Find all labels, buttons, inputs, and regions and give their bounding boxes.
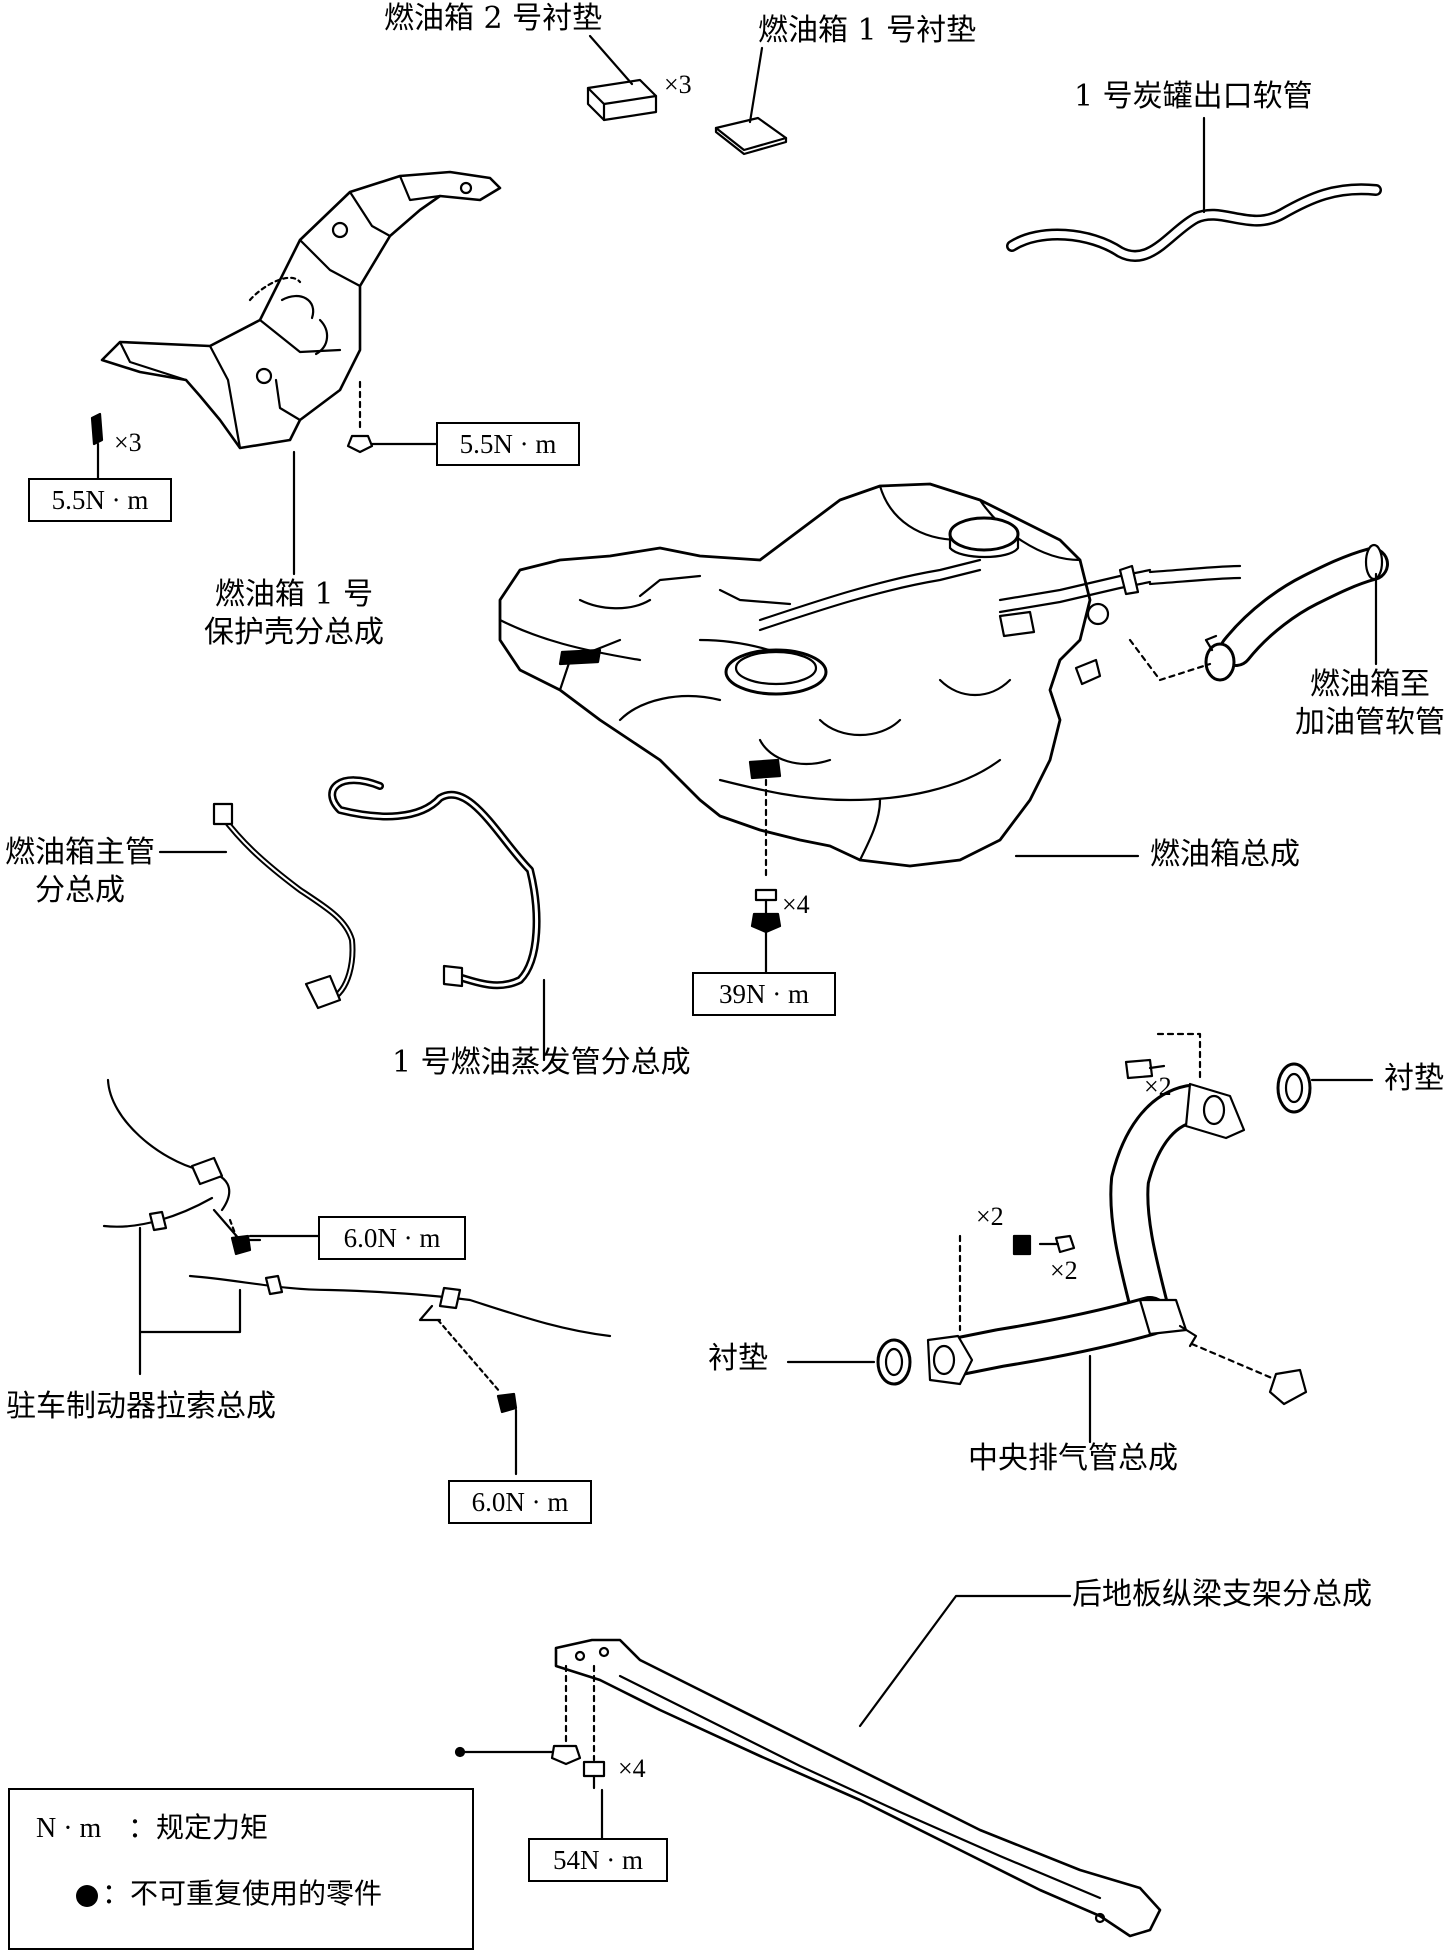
vapor-tube-drawing (328, 776, 546, 1062)
exhaust-pipe-drawing (786, 1032, 1374, 1444)
protector-label-line2: 保护壳分总成 (204, 615, 384, 650)
fuel-tank-cushion-1-label: 燃油箱 1 号衬垫 (758, 13, 977, 48)
fuel-tank-cushion-2-label: 燃油箱 2 号衬垫 (384, 1, 603, 36)
filler-hose-drawing (1128, 543, 1389, 682)
filler-hose-label-line2: 加油管软管 (1295, 705, 1445, 740)
torque-description: ：规定力矩 (128, 1811, 269, 1844)
protector-label-line1: 燃油箱 1 号 (214, 577, 374, 612)
gasket-top-label: 衬垫 (1384, 1061, 1444, 1096)
vapor-tube-label: 1 号燃油蒸发管分总成 (392, 1045, 691, 1080)
protector-label: 燃油箱 1 号 保护壳分总成 (184, 576, 404, 652)
parking-brake-cable-label: 驻车制动器拉索总成 (6, 1389, 276, 1424)
canister-outlet-hose-label: 1 号炭罐出口软管 (1074, 79, 1313, 114)
spring-bolt-quantity: ×2 (1050, 1256, 1078, 1285)
exhaust-bolt-quantity: ×2 (1144, 1072, 1172, 1101)
canister-hose-drawing (1006, 116, 1382, 262)
torque-symbol: N · m (36, 1813, 102, 1844)
nonreusable-description: ：不可重复使用的零件 (102, 1877, 383, 1910)
fuel-tank-torque: 39N · m (692, 972, 836, 1016)
protector-bolt-quantity: ×3 (114, 428, 142, 457)
protector-right-torque: 5.5N · m (436, 422, 580, 466)
cushion-2-quantity: ×3 (664, 70, 692, 99)
filler-hose-label: 燃油箱至 加油管软管 (1290, 666, 1450, 742)
main-tube-drawing (158, 802, 356, 1010)
gasket-left-label: 衬垫 (708, 1341, 768, 1376)
legend-box: N · m ：规定力矩 ：不可重复使用的零件 (8, 1788, 474, 1950)
cushion-1-drawing (714, 46, 788, 156)
parking-brake-cable-drawing (102, 1078, 612, 1476)
fuel-tank-drawing (498, 482, 1242, 974)
filled-circle-icon (76, 1884, 98, 1907)
brace-bolt-quantity: ×4 (618, 1754, 646, 1783)
brace-torque: 54N · m (528, 1838, 668, 1882)
main-tube-label: 燃油箱主管 分总成 (0, 834, 160, 910)
cable-upper-torque: 6.0N · m (318, 1216, 466, 1260)
cable-lower-torque: 6.0N · m (448, 1480, 592, 1524)
main-tube-label-line2: 分总成 (35, 873, 125, 908)
fuel-tank-assy-label: 燃油箱总成 (1150, 837, 1300, 872)
tank-bolt-quantity: ×4 (782, 890, 810, 919)
protector-left-torque: 5.5N · m (28, 478, 172, 522)
floor-brace-label: 后地板纵梁支架分总成 (1072, 1577, 1372, 1612)
legend-row-nonreusable: ：不可重复使用的零件 (10, 1876, 382, 1912)
center-exhaust-pipe-label: 中央排气管总成 (968, 1441, 1178, 1476)
floor-brace-drawing (454, 1594, 1162, 1938)
protector-drawing (90, 170, 502, 576)
main-tube-label-line1: 燃油箱主管 (5, 835, 155, 870)
filler-hose-label-line1: 燃油箱至 (1310, 667, 1430, 702)
spring-quantity: ×2 (976, 1202, 1004, 1231)
legend-row-torque: N · m ：规定力矩 (36, 1810, 268, 1847)
cushion-2-drawing (586, 34, 658, 122)
